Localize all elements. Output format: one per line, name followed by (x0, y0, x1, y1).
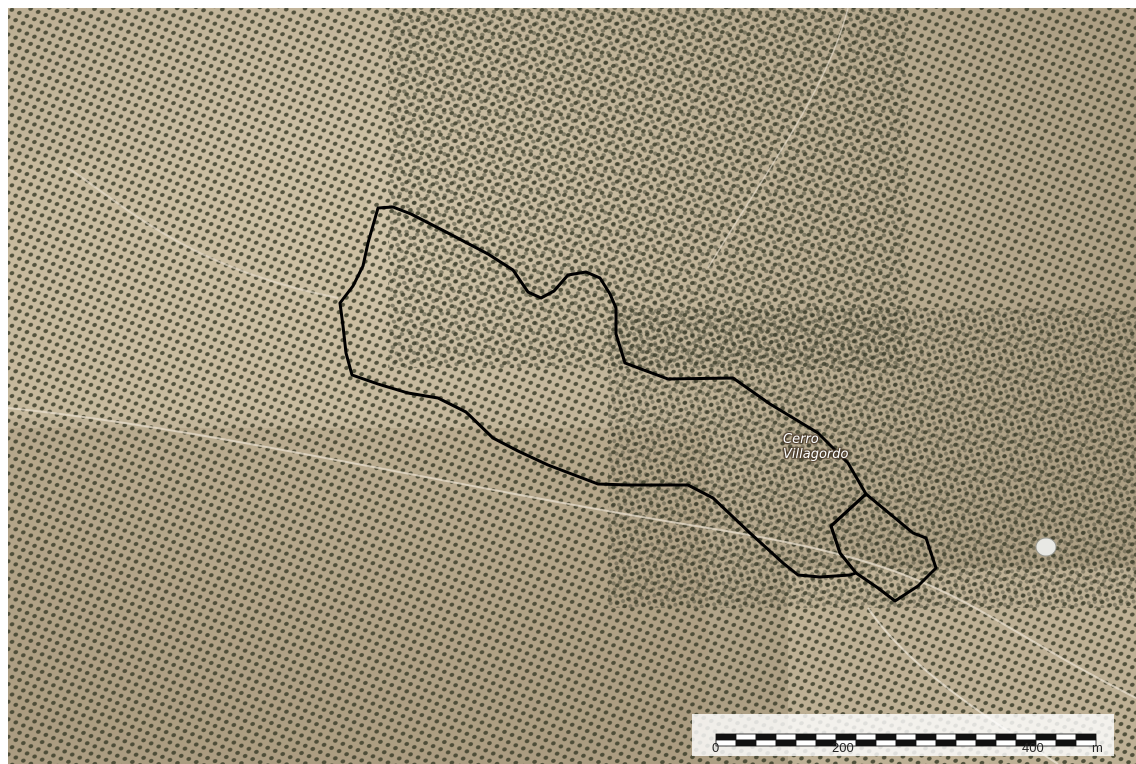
scale-segment (755, 739, 777, 747)
track-path (67, 167, 339, 299)
scale-label-400: 400 (1022, 740, 1044, 755)
scale-segment (995, 739, 1017, 747)
scale-segment (775, 739, 797, 747)
scale-bar-graphic (715, 733, 1097, 747)
scale-unit: m (1092, 740, 1103, 755)
scale-segment (955, 739, 977, 747)
scale-segment (975, 739, 997, 747)
place-label-line1: Cerro (783, 432, 819, 447)
scale-segment (875, 739, 897, 747)
scale-segment (935, 733, 957, 741)
scale-segment (975, 733, 997, 741)
scale-segment (1055, 739, 1077, 747)
scale-segment (775, 733, 797, 741)
scale-segment (735, 733, 757, 741)
scale-segment (795, 733, 817, 741)
place-label-line2: Villagordo (783, 447, 849, 462)
scale-segment (955, 733, 977, 741)
satellite-map[interactable]: Cerro Villagordo 0 200 400 m (8, 8, 1136, 764)
scale-segment (995, 733, 1017, 741)
scale-segment (1055, 733, 1077, 741)
scale-label-200: 200 (832, 740, 854, 755)
track-path (8, 407, 1136, 699)
scale-segment (855, 739, 877, 747)
place-label-cerro-villagordo: Cerro Villagordo (783, 432, 848, 462)
water-tank (1035, 537, 1057, 557)
scale-segment (875, 733, 897, 741)
scale-segment (1075, 739, 1097, 747)
scale-segment (915, 733, 937, 741)
track-path (707, 8, 849, 269)
map-canvas[interactable] (8, 8, 1136, 764)
scale-bar: 0 200 400 m (692, 714, 1114, 756)
olive-grove-texture-3 (608, 308, 1136, 608)
site-boundary-secondary[interactable] (829, 492, 938, 603)
scale-segment (935, 739, 957, 747)
scale-label-0: 0 (712, 740, 720, 755)
scale-segment (855, 733, 877, 741)
scale-segment (735, 739, 757, 747)
scale-segment (895, 733, 917, 741)
scale-segment (795, 739, 817, 747)
scale-segment (755, 733, 777, 741)
scale-segment (915, 739, 937, 747)
scale-segment (895, 739, 917, 747)
